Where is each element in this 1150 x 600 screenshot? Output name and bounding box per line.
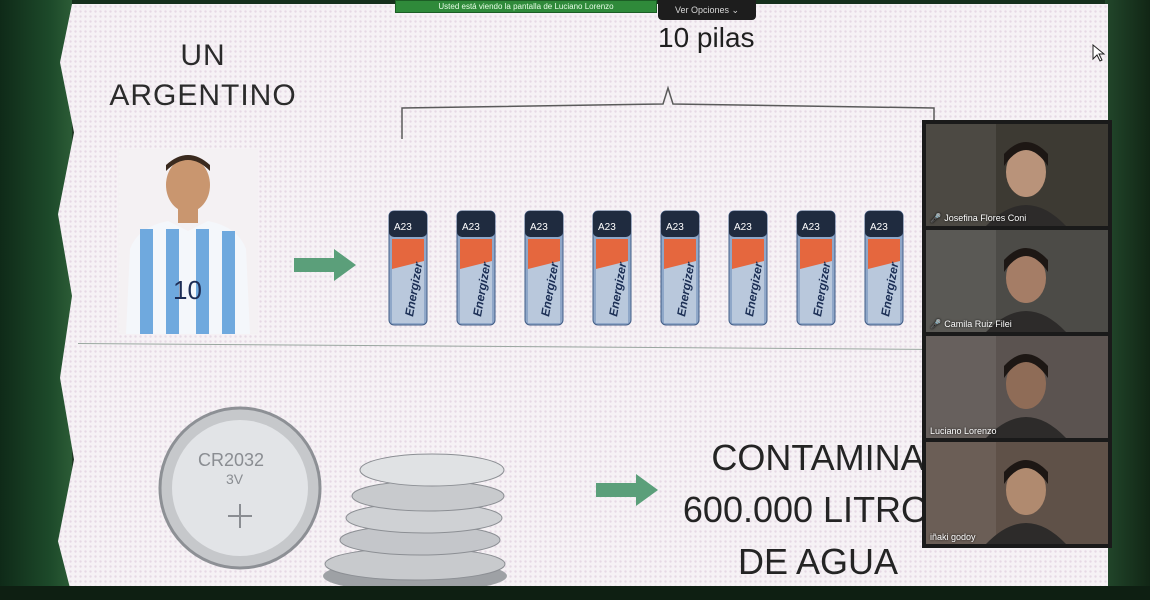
arrow-icon bbox=[596, 474, 658, 506]
battery-model-label: A23 bbox=[394, 222, 412, 233]
participant-tile[interactable]: 🎤Camila Ruiz Filei bbox=[926, 230, 1108, 332]
battery-model-label: A23 bbox=[530, 222, 548, 233]
contamina-line-3: DE AGUA bbox=[737, 541, 899, 582]
participant-name-text: Luciano Lorenzo bbox=[930, 426, 997, 436]
participant-video bbox=[926, 124, 1108, 226]
coin-stack-image bbox=[323, 453, 507, 588]
participant-tile[interactable]: iñaki godoy bbox=[926, 442, 1108, 544]
contamina-line-2: 600.000 LITROS bbox=[682, 489, 954, 530]
participant-name: iñaki godoy bbox=[930, 532, 976, 542]
battery-model-label: A23 bbox=[734, 222, 752, 233]
shirt-number: 10 bbox=[173, 275, 202, 305]
battery-model-label: A23 bbox=[666, 222, 684, 233]
participant-name-text: iñaki godoy bbox=[930, 532, 976, 542]
title-line-1: UN bbox=[180, 39, 226, 72]
brace-bracket bbox=[401, 85, 935, 139]
mic-muted-icon: 🎤 bbox=[930, 213, 942, 223]
participant-name-text: Josefina Flores Coni bbox=[944, 213, 1027, 223]
coin-model-label: CR2032 bbox=[198, 450, 264, 470]
contamina-line-1: CONTAMINA bbox=[711, 437, 925, 478]
view-options-button[interactable]: Ver Opciones ⌄ bbox=[658, 0, 756, 20]
contamination-text: CONTAMINA 600.000 LITROS DE AGUA bbox=[678, 432, 958, 588]
participant-name: Luciano Lorenzo bbox=[930, 426, 997, 436]
participant-video bbox=[926, 442, 1108, 544]
participant-video bbox=[926, 230, 1108, 332]
screen-frame-bottom bbox=[0, 586, 1150, 600]
mouse-cursor-icon bbox=[1092, 44, 1106, 62]
battery-model-label: A23 bbox=[462, 222, 480, 233]
battery-model-label: A23 bbox=[802, 222, 820, 233]
participant-name-text: Camila Ruiz Filei bbox=[944, 319, 1012, 329]
coin-battery-image: CR2032 3V bbox=[158, 406, 322, 570]
participant-tile[interactable]: Luciano Lorenzo bbox=[926, 336, 1108, 438]
screen-share-banner: Usted está viendo la pantalla de Luciano… bbox=[395, 0, 657, 13]
participant-tile[interactable]: 🎤Josefina Flores Coni bbox=[926, 124, 1108, 226]
title-line-2: ARGENTINO bbox=[109, 79, 297, 112]
participant-name: 🎤Josefina Flores Coni bbox=[930, 213, 1026, 224]
batteries-label: 10 pilas bbox=[658, 22, 755, 53]
slide-title: UN ARGENTINO bbox=[98, 36, 308, 116]
slide-divider bbox=[78, 342, 938, 351]
participant-video bbox=[926, 336, 1108, 438]
arrow-icon bbox=[294, 249, 356, 281]
screen-frame-left bbox=[0, 0, 72, 600]
battery-model-label: A23 bbox=[870, 222, 888, 233]
mic-muted-icon: 🎤 bbox=[930, 319, 942, 329]
coin-voltage-label: 3V bbox=[226, 471, 244, 487]
battery-model-label: A23 bbox=[598, 222, 616, 233]
football-player-image: 10 bbox=[118, 149, 258, 334]
screen-frame-right bbox=[1105, 0, 1150, 600]
participant-name: 🎤Camila Ruiz Filei bbox=[930, 319, 1012, 330]
